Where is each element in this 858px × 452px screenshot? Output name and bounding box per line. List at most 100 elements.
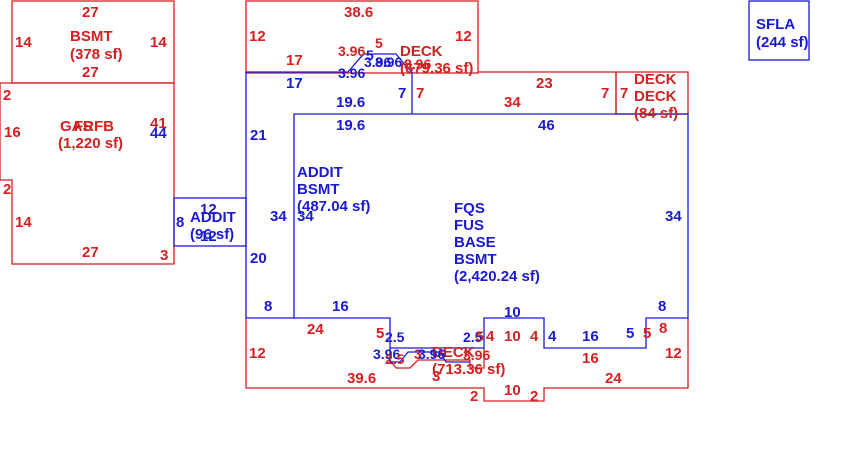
- dim-label: 16: [4, 124, 21, 141]
- dim-label: 4: [548, 328, 557, 345]
- main-area: (2,420.24 sf): [454, 268, 540, 285]
- dim-label: 10: [504, 304, 521, 321]
- dim-label: 16: [582, 350, 599, 367]
- sfla-name: SFLA: [756, 16, 795, 33]
- deck-bottom-notch: [389, 348, 485, 369]
- dim-label: 46: [538, 117, 555, 134]
- dim-label: 3: [414, 346, 422, 362]
- deck-right-name-1: DECK: [634, 71, 677, 88]
- dim-label: 2.5: [385, 329, 405, 345]
- sfla-label: SFLA (244 sf): [756, 16, 809, 51]
- dim-label: 5: [643, 325, 651, 342]
- dim-label: 24: [307, 321, 324, 338]
- main-name-2: FUS: [454, 217, 484, 234]
- dim-label: 14: [15, 34, 32, 51]
- dim-label: 12: [455, 28, 472, 45]
- addit-bsmt-area: (487.04 sf): [297, 198, 370, 215]
- dim-label: 19.6: [336, 94, 365, 111]
- dim-label: 27: [82, 64, 99, 81]
- main-name-4: BSMT: [454, 251, 497, 268]
- deck-right-name-2: DECK: [634, 88, 677, 105]
- dim-label: 4: [486, 328, 495, 345]
- main-floor-outline: [294, 113, 689, 349]
- deck-bottom-area: (713.36 sf): [432, 361, 505, 378]
- addit-bsmt-label: ADDIT BSMT (487.04 sf): [297, 164, 370, 215]
- dim-label: 7: [416, 85, 424, 102]
- dim-label: 10: [504, 328, 521, 345]
- dim-label: 4: [530, 328, 539, 345]
- deck-top-label: DECK (679.36 sf): [400, 43, 473, 77]
- dim-label: 20: [250, 250, 267, 267]
- dim-label: 8: [659, 320, 667, 337]
- dim-label: 7: [620, 85, 628, 102]
- addit-small-outline: [173, 197, 247, 247]
- deck-top-outline: [245, 0, 479, 74]
- deck-bottom-name: DECK: [432, 344, 475, 361]
- gas-area: (1,220 sf): [58, 135, 123, 152]
- deck-right-label: DECK DECK (84 sf): [634, 71, 678, 122]
- dim-label: 3.96: [373, 346, 400, 362]
- dim-label: 3.96: [364, 54, 391, 70]
- dim-label: 7: [398, 85, 406, 102]
- dim-label: 2: [530, 388, 538, 405]
- sfla-outline: [748, 0, 810, 61]
- dim-label: 24: [605, 370, 622, 387]
- main-area-label: FQS FUS BASE BSMT (2,420.24 sf): [454, 200, 540, 285]
- dim-label: 34: [297, 208, 314, 225]
- dim-label: 3.96: [338, 43, 365, 59]
- sfla-area: (244 sf): [756, 34, 809, 51]
- dim-label: 16: [582, 328, 599, 345]
- dim-label: 5: [375, 35, 383, 51]
- addit-small-label: ADDIT (96 sf): [190, 209, 236, 243]
- dim-label: 3.96: [338, 65, 365, 81]
- dim-label: 27: [82, 244, 99, 261]
- gas-label: GAS FRFB (1,220 sf): [58, 118, 123, 152]
- dim-label: 34: [504, 94, 521, 111]
- dim-label: 5: [366, 47, 374, 63]
- dim-label: 21: [250, 127, 267, 144]
- dim-label: 3.96: [463, 347, 490, 363]
- dim-label: 3.96: [418, 346, 445, 362]
- dim-label: 14: [15, 214, 32, 231]
- dim-label: 10: [504, 382, 521, 399]
- bsmt-area: (378 sf): [70, 46, 123, 63]
- dim-label: 5: [476, 328, 484, 344]
- dim-label: 2: [3, 87, 11, 104]
- deck-top-name: DECK: [400, 43, 443, 60]
- dim-label: 2: [470, 388, 478, 405]
- dim-label: 12: [665, 345, 682, 362]
- dim-label: 5: [376, 325, 384, 342]
- frfb-name: FRFB: [74, 118, 114, 135]
- bottom-bump-outline: [389, 348, 470, 363]
- bsmt-label: BSMT (378 sf): [70, 28, 123, 63]
- dim-label: 7: [601, 85, 609, 102]
- dim-label: 8.96: [404, 56, 431, 72]
- dim-label: 16: [332, 298, 349, 315]
- dim-label: 34: [665, 208, 682, 225]
- addit-small-area: (96 sf): [190, 226, 234, 243]
- bsmt-name: BSMT: [70, 28, 113, 45]
- dim-label: 8: [176, 214, 184, 231]
- dim-label: 12: [249, 345, 266, 362]
- gas-name: GAS: [60, 118, 93, 135]
- dim-label: 3: [432, 368, 440, 385]
- dim-label: 3: [160, 247, 168, 264]
- deck-bottom-outline: [245, 318, 689, 402]
- dim-label: 2.5: [463, 329, 483, 345]
- dim-label: 23: [536, 75, 553, 92]
- dim-label: 34: [270, 208, 287, 225]
- dim-label: 41: [150, 115, 167, 132]
- dim-label: 8: [658, 298, 666, 315]
- addit-bsmt-outline: [245, 72, 413, 319]
- addit-small-name: ADDIT: [190, 209, 236, 226]
- deck-top-area: (679.36 sf): [400, 60, 473, 77]
- addit-bsmt-name-1: ADDIT: [297, 164, 343, 181]
- addit-bsmt-name-2: BSMT: [297, 181, 340, 198]
- dim-label: 17: [286, 52, 303, 69]
- dim-label: 2.5: [385, 351, 405, 367]
- addit-top-notch: [246, 53, 413, 73]
- dim-label: 8.96: [375, 54, 402, 70]
- deck-bottom-label: DECK (713.36 sf): [432, 344, 505, 378]
- dim-label: 12: [249, 28, 266, 45]
